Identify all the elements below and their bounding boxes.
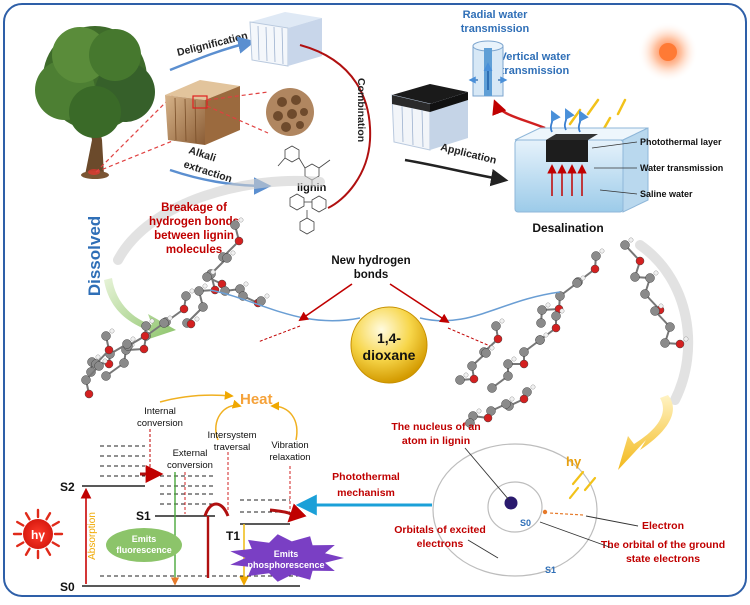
fluorescence-line2: fluorescence: [116, 545, 172, 555]
sun-icon: [638, 22, 698, 82]
dioxane-line1: 1,4-: [377, 330, 401, 346]
s1-label: S1: [136, 509, 151, 523]
phosphorescence-burst: [230, 534, 344, 582]
orbitals-leader: [467, 539, 499, 559]
internal-conversion-line2: conversion: [137, 418, 183, 429]
delignified-wood-block: [249, 12, 322, 67]
radial-label-line2: transmission: [461, 23, 530, 35]
dioxane-line2: dioxane: [363, 347, 416, 363]
heat-arrow-left: [159, 390, 234, 403]
hv-label-left: hγ: [31, 528, 45, 542]
mechanism-line2: mechanism: [337, 487, 395, 499]
vertical-label-line1: Vertical water: [500, 51, 572, 63]
lignin-molecule-right: [455, 237, 689, 428]
mechanism-line1: Photothermal: [332, 471, 400, 483]
wood-block: [165, 80, 240, 145]
orbitals-excited-line2: electrons: [417, 538, 464, 550]
tree-callout-line: [95, 139, 176, 173]
nucleus-line1: The nucleus of an: [391, 421, 480, 433]
leader-line: [599, 189, 638, 195]
intersystem-crossing-arrow: [203, 502, 230, 517]
new-bond-arrow-left: [298, 283, 353, 322]
new-bond-arrow-right: [389, 283, 450, 324]
combination-label: Combination: [355, 78, 367, 142]
breakage-line4: molecules: [166, 244, 222, 256]
breakage-line2: hydrogen bonds: [149, 216, 239, 228]
vibration-line1: Vibration: [271, 440, 308, 451]
water-channel-tube: [468, 40, 508, 97]
heat-arrow-mid: [215, 399, 242, 441]
desalination-title: Desalination: [532, 221, 603, 235]
yellow-arrow: [618, 395, 673, 470]
dashed-bond: [257, 325, 301, 343]
phosphorescence-line1: Emits: [274, 549, 299, 559]
new-bonds-line1: New hydrogen: [331, 255, 410, 267]
hv-photon-icon: [12, 508, 64, 560]
breakage-text: Breakage of hydrogen bonds between ligni…: [149, 202, 239, 256]
absorption-label: Absorption: [87, 512, 98, 560]
fluorescence-bubble: [106, 528, 182, 562]
leader-line: [591, 141, 638, 149]
s0-label: S0: [60, 580, 75, 594]
grey-swoosh-right: [635, 240, 694, 405]
internal-conversion-line1: Internal: [144, 406, 176, 417]
desalination-device: [514, 108, 649, 213]
ground-orbital-leader: [539, 521, 613, 549]
wood-callout-line: [206, 91, 269, 101]
ground-orbital-line1: The orbital of the ground: [601, 539, 725, 551]
zoom-arrow: [492, 99, 546, 130]
vertical-label-line2: transmission: [501, 65, 570, 77]
s2-label: S2: [60, 480, 75, 494]
atom-s0-label: S0: [520, 518, 531, 528]
atom-s1-label: S1: [545, 565, 556, 575]
dissolved-arrow: [104, 278, 176, 340]
grey-swoosh: [113, 175, 325, 265]
new-bonds-line2: bonds: [354, 269, 389, 281]
ground-orbital-line2: state electrons: [626, 553, 700, 565]
intersystem-line2: traversal: [214, 442, 250, 453]
dioxane-sphere: [350, 306, 428, 384]
tree-illustration: [35, 26, 155, 179]
breakage-line3: between lignin: [154, 230, 234, 242]
wood-microstructure: [266, 88, 314, 136]
tree-callout-line: [95, 92, 176, 173]
hv-label-right: hγ: [566, 454, 582, 469]
incoming-light-rays: [568, 470, 597, 500]
photothermal-wood-block: [391, 84, 468, 151]
fluorescence-line1: Emits: [132, 534, 157, 544]
electron-leader: [585, 515, 639, 527]
photothermal-layer-label: Photothermal layer: [640, 137, 722, 147]
water-transmission-label: Water transmission: [640, 163, 723, 173]
orbitals-excited-line1: Orbitals of excited: [394, 524, 486, 536]
radial-label-line1: Radial water: [463, 9, 529, 21]
electron-excitation: [548, 512, 584, 516]
breakage-line1: Breakage of: [161, 202, 227, 214]
saline-water-label: Saline water: [640, 189, 693, 199]
dashed-bond: [447, 327, 491, 347]
heat-arrow-right: [270, 401, 298, 441]
intersystem-line1: Intersystem: [207, 430, 256, 441]
external-conversion-line1: External: [173, 448, 208, 459]
electron-label: Electron: [642, 520, 684, 532]
t1-label: T1: [226, 529, 240, 543]
vibration-line2: relaxation: [269, 452, 310, 463]
application-arrow: [404, 158, 509, 187]
delignification-arrow: [169, 36, 256, 72]
lignin-molecule-left: [81, 217, 270, 399]
nucleus-leader: [464, 447, 510, 501]
vibration-relaxation-arrow: [269, 503, 307, 523]
atom-model: [432, 443, 598, 577]
lignin-structure: [277, 145, 331, 235]
heat-label: Heat: [240, 391, 273, 408]
nucleus-line2: atom in lignin: [402, 435, 470, 447]
external-conversion-line2: conversion: [167, 460, 213, 471]
combination-arc: [299, 44, 372, 209]
phosphorescence-line2: phosphorescence: [247, 560, 324, 570]
dissolved-label: Dissolved: [85, 216, 104, 296]
hydrogen-bond-curve: [209, 289, 561, 322]
